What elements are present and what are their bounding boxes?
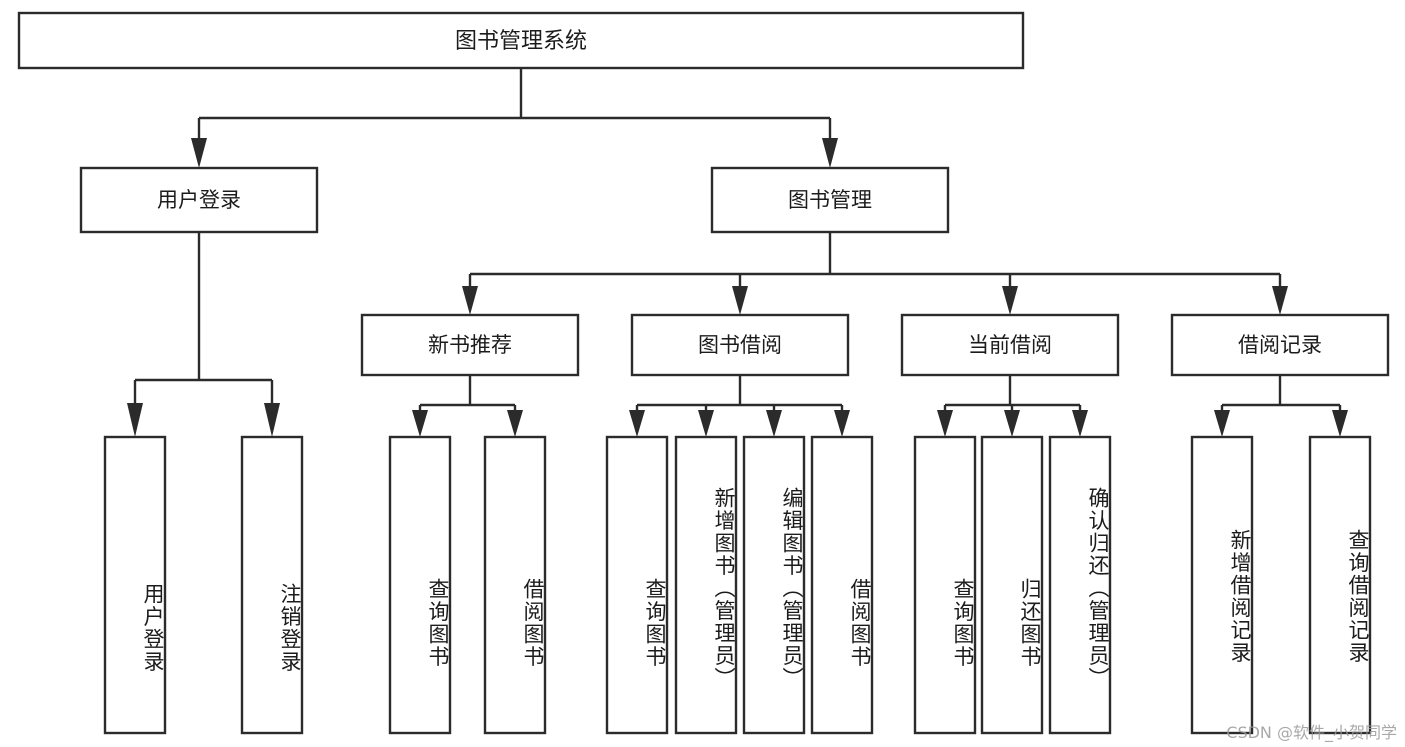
- leaf-add-book-box[interactable]: [674, 435, 738, 735]
- new-book-rec-box[interactable]: [360, 313, 580, 377]
- leaf-user-login-label: 用户登录: [141, 582, 165, 673]
- leaf-borrow-book-1-label: 借阅图书: [521, 577, 545, 668]
- connectors-borrow-record-to-leaves: [1214, 375, 1348, 437]
- node-book-borrow[interactable]: 图书借阅: [630, 313, 850, 377]
- leaf-query-record-label: 查询借阅记录: [1346, 529, 1370, 664]
- leaf-query-book-3-label: 查询图书: [951, 577, 975, 668]
- arrow-head-leaf-borrow-book-2: [834, 410, 850, 437]
- user-login-label: 用户登录: [157, 188, 241, 212]
- arrow-head-leaf-confirm-return: [1072, 410, 1088, 437]
- arrow-head-leaf-user-login: [127, 403, 143, 437]
- root-label: 图书管理系统: [455, 29, 587, 54]
- leaf-edit-book-box[interactable]: [742, 435, 806, 735]
- leaf-return-book-label: 归还图书: [1018, 577, 1042, 668]
- leaf-query-book-1-box[interactable]: [388, 435, 452, 735]
- leaf-query-book-1-label: 查询图书: [426, 577, 450, 668]
- arrow-head-leaf-query-book-2: [629, 410, 645, 437]
- new-book-rec-label: 新书推荐: [428, 333, 512, 357]
- arrow-head-borrow-record: [1272, 286, 1288, 315]
- leaf-user-login-box[interactable]: [103, 435, 167, 735]
- node-user-login[interactable]: 用户登录: [79, 166, 319, 234]
- current-borrow-box[interactable]: [900, 313, 1120, 377]
- borrow-record-label: 借阅记录: [1238, 333, 1322, 357]
- node-root[interactable]: 图书管理系统: [17, 11, 1025, 70]
- arrow-head-user-login: [191, 138, 207, 168]
- connectors-current-borrow-to-leaves: [937, 375, 1088, 437]
- borrow-record-box[interactable]: [1170, 313, 1390, 377]
- arrow-head-leaf-logout-login: [264, 403, 280, 437]
- leaf-borrow-book-1-box[interactable]: [483, 435, 547, 735]
- arrow-head-leaf-add-record: [1214, 410, 1230, 437]
- arrow-head-leaf-edit-book: [766, 410, 782, 437]
- node-borrow-record[interactable]: 借阅记录: [1170, 313, 1390, 377]
- book-manage-box[interactable]: [710, 166, 950, 234]
- arrow-head-new-book-rec: [462, 286, 478, 315]
- leaf-query-record-box[interactable]: [1308, 435, 1372, 735]
- arrow-head-book-borrow: [732, 286, 748, 315]
- leaf-add-book-label: 新增图书（管理员）: [712, 486, 736, 690]
- leaf-boxes: [103, 435, 1372, 735]
- arrow-head-book-manage: [822, 138, 838, 168]
- connectors-user-login-to-leaves: [127, 232, 280, 437]
- leaf-logout-login-box[interactable]: [240, 435, 304, 735]
- leaf-edit-book-label: 编辑图书（管理员）: [780, 486, 804, 690]
- leaf-add-record-label: 新增借阅记录: [1228, 529, 1252, 664]
- arrow-head-leaf-add-book: [698, 410, 714, 437]
- leaf-borrow-book-2-label: 借阅图书: [848, 577, 872, 668]
- leaf-add-record-box[interactable]: [1190, 435, 1254, 735]
- arrow-head-leaf-query-book-3: [937, 410, 953, 437]
- arrow-head-leaf-return-book: [1004, 410, 1020, 437]
- node-current-borrow[interactable]: 当前借阅: [900, 313, 1120, 377]
- arrow-head-leaf-query-record: [1332, 410, 1348, 437]
- node-book-manage[interactable]: 图书管理: [710, 166, 950, 234]
- connectors-root-to-level2: [191, 68, 838, 168]
- leaf-confirm-return-box[interactable]: [1048, 435, 1112, 735]
- root-box[interactable]: [17, 11, 1025, 70]
- book-borrow-label: 图书借阅: [698, 333, 782, 357]
- leaf-query-book-2-box[interactable]: [605, 435, 669, 735]
- connectors-book-borrow-to-leaves: [629, 375, 850, 437]
- book-manage-label: 图书管理: [788, 188, 872, 212]
- leaf-return-book-box[interactable]: [980, 435, 1044, 735]
- leaf-borrow-book-2-box[interactable]: [810, 435, 874, 735]
- arrow-head-leaf-query-book-1: [412, 410, 428, 437]
- user-login-box[interactable]: [79, 166, 319, 234]
- leaf-confirm-return-label: 确认归还（管理员）: [1086, 486, 1110, 690]
- connectors-book-manage-to-level3: [462, 232, 1288, 315]
- current-borrow-label: 当前借阅: [968, 333, 1052, 357]
- connectors-new-book-rec-to-leaves: [412, 375, 523, 437]
- leaf-logout-login-label: 注销登录: [278, 582, 302, 673]
- node-new-book-rec[interactable]: 新书推荐: [360, 313, 580, 377]
- leaf-query-book-2-label: 查询图书: [643, 577, 667, 668]
- arrow-head-leaf-borrow-book-1: [507, 410, 523, 437]
- arrow-head-current-borrow: [1002, 286, 1018, 315]
- book-borrow-box[interactable]: [630, 313, 850, 377]
- leaf-query-book-3-box[interactable]: [913, 435, 977, 735]
